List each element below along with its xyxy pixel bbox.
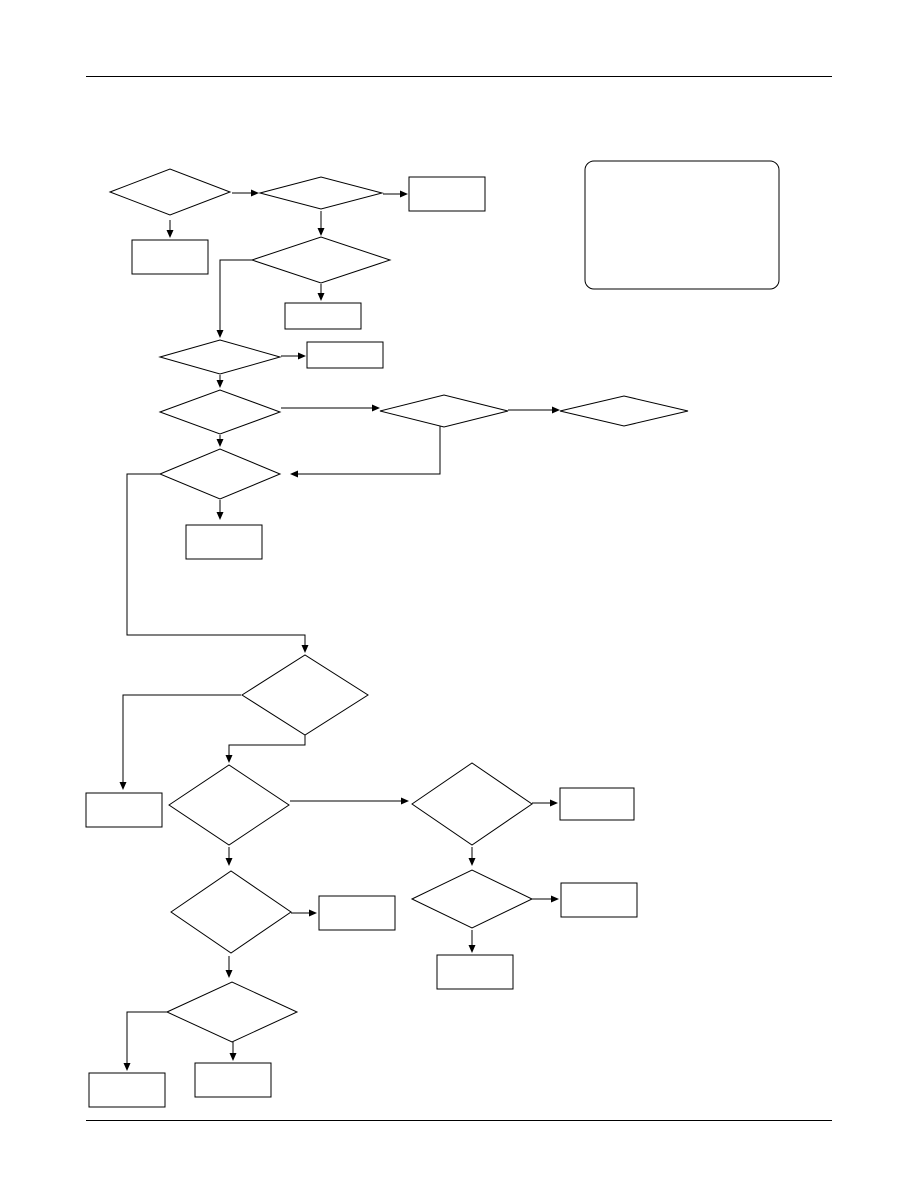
decision-node-d8 <box>158 448 282 500</box>
process-node-b11 <box>88 1072 166 1108</box>
process-node-b10 <box>318 895 396 931</box>
decision-node-d6 <box>379 394 509 428</box>
arrowhead-d2-d3 <box>317 228 325 236</box>
decision-node-d7 <box>559 395 689 427</box>
arrowhead-d11-d12 <box>468 858 476 866</box>
decision-node-d5 <box>158 389 282 435</box>
decision-node-d10 <box>168 764 290 846</box>
arrowhead-d14-b11 <box>123 1063 131 1071</box>
arrowhead-d10-d11 <box>401 797 409 805</box>
arrowhead-d11-b7 <box>550 799 558 807</box>
decision-node-d1 <box>108 168 232 216</box>
process-node-b2 <box>131 239 209 275</box>
note-box <box>584 160 780 290</box>
arrowhead-d12-d13 <box>468 945 476 953</box>
arrowhead-d2-b1 <box>400 190 408 198</box>
arrowhead-d9-d10 <box>225 755 233 763</box>
decision-node-d14 <box>165 981 299 1043</box>
process-node-b4 <box>306 341 384 369</box>
arrowhead-d8-d9 <box>301 645 309 653</box>
decision-node-d2 <box>258 176 384 210</box>
arrowhead-d13-b9 <box>225 858 233 866</box>
edges-layer <box>119 189 560 1071</box>
decision-node-d11 <box>411 762 533 846</box>
arrowhead-d13-b10 <box>309 909 317 917</box>
arrowhead-d10-d14 <box>225 970 233 978</box>
decision-node-d12 <box>410 869 534 929</box>
connector-d9-b6 <box>122 694 241 782</box>
arrowhead-d5-d6 <box>372 404 380 412</box>
header-rule <box>86 76 832 77</box>
connector-d9-d10 <box>228 735 306 755</box>
nodes-layer <box>85 160 780 1108</box>
arrowhead-d4-b4 <box>298 352 306 360</box>
decision-node-d4 <box>158 339 282 375</box>
process-node-b9 <box>436 954 514 990</box>
connector-d6-d8 <box>298 426 441 475</box>
connector-d8-d9 <box>126 473 306 645</box>
process-node-b1 <box>408 176 486 212</box>
decision-node-d9 <box>241 654 369 736</box>
process-node-b12 <box>194 1062 272 1098</box>
process-node-b6 <box>85 792 163 828</box>
arrowhead-d5-d8 <box>216 439 224 447</box>
process-node-b8 <box>560 882 638 918</box>
decision-node-d3 <box>250 236 392 284</box>
process-node-b3 <box>284 302 362 330</box>
footer-rule <box>86 1120 832 1121</box>
arrowhead-d9-b6 <box>119 782 127 790</box>
arrowhead-d6-d7 <box>552 406 560 414</box>
connector-d3-d4 <box>219 259 252 330</box>
arrowhead-d14-b12 <box>229 1053 237 1061</box>
process-node-b5 <box>185 524 263 560</box>
arrowhead-d12-b8 <box>551 895 559 903</box>
arrowhead-d4-d5 <box>216 380 224 388</box>
arrowhead-d6-d8 <box>290 470 298 478</box>
arrowhead-d1-b2 <box>166 230 174 238</box>
process-node-b7 <box>559 787 635 821</box>
connector-d14-b11 <box>126 1011 167 1063</box>
arrowhead-d3-d4 <box>216 330 224 338</box>
arrowhead-d1-d2 <box>251 189 259 197</box>
arrowhead-d8-b5 <box>216 512 224 520</box>
decision-node-d13 <box>170 870 292 954</box>
arrowhead-d3-b3 <box>317 293 325 301</box>
